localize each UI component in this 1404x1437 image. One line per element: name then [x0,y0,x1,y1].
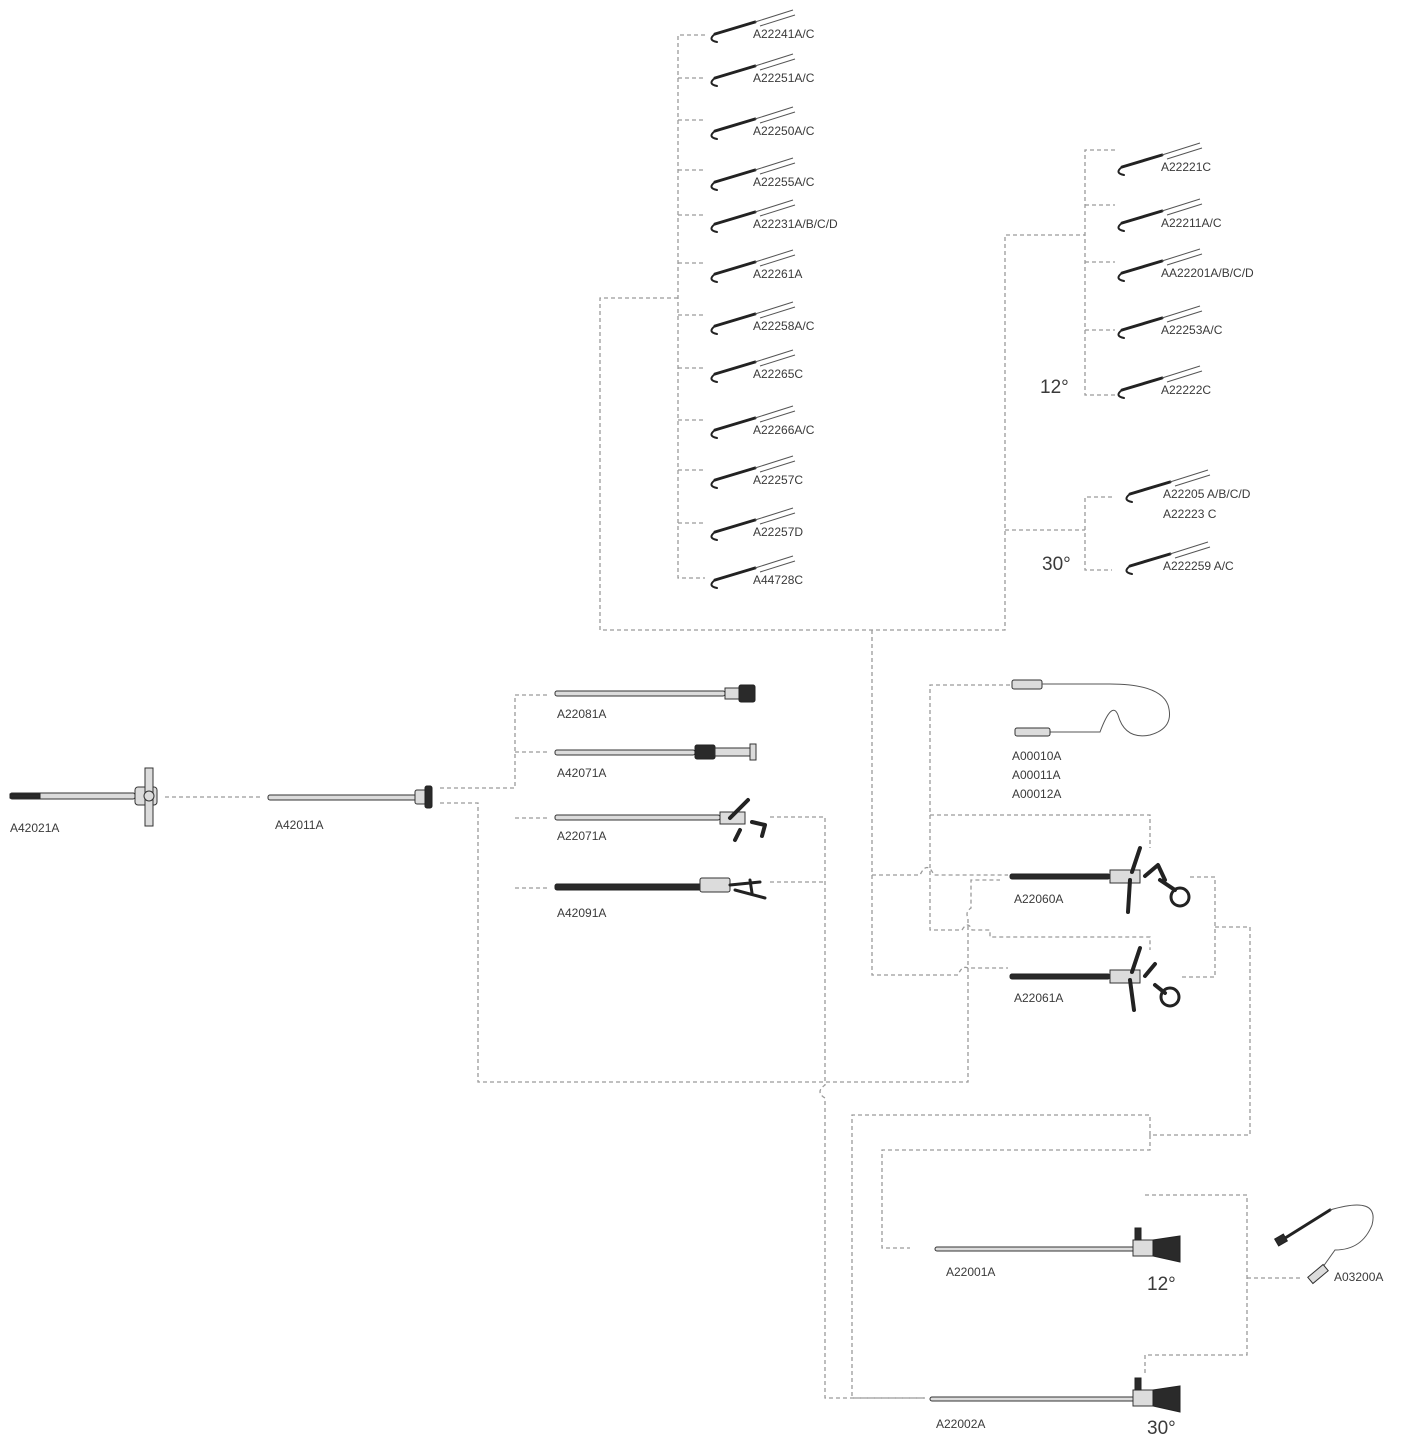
electrode-code-label: A22221C [1161,160,1211,174]
sheath-option-1 [555,685,755,702]
outer-sheath-instrument [10,768,157,826]
electrode-code-label: A22255A/C [753,175,815,189]
code-label-sheath-4: A42091A [557,906,606,920]
electrode-code-label: A22258A/C [753,319,815,333]
electrode-code-label: A22205 A/B/C/D [1163,487,1251,501]
code-label-light-cable: A03200A [1334,1270,1383,1284]
electrode-code-label: A22241A/C [753,27,815,41]
sheath-option-2 [555,744,756,760]
sheath-option-4 [555,878,765,898]
electrode-code-label: A22253A/C [1161,323,1223,337]
electrode-group-12-deg: A22221C A22211A/C AA22201A/B/C/D A22253A/C A… [1118,143,1254,398]
code-label-cable-3: A00012A [1012,787,1061,801]
code-label-outer-sheath: A42021A [10,821,59,835]
telescope-12-deg [935,1228,1180,1262]
electrode-code-label: A22251A/C [753,71,815,85]
code-label-cable-1: A00010A [1012,749,1061,763]
angle-label-telescope-30: 30° [1147,1418,1176,1437]
code-label-working-element-2: A22061A [1014,991,1063,1005]
angle-label-30-deg: 30° [1042,554,1071,575]
code-label-sheath-1: A22081A [557,707,606,721]
electrode-group-30-deg: A22205 A/B/C/D A22223 C A222259 A/C [1126,470,1250,574]
electrode-code-label: AA22201A/B/C/D [1161,266,1254,280]
electrode-code-label: A22266A/C [753,423,815,437]
electrode-code-label: A222259 A/C [1163,559,1234,573]
code-label-telescope-12: A22001A [946,1265,995,1279]
electrode-code-label: A22222C [1161,383,1211,397]
code-label-telescope-30: A22002A [936,1417,985,1431]
electrode-code-label: A22265C [753,367,803,381]
telescope-30-deg [930,1378,1180,1412]
electrode-code-label: A22250A/C [753,124,815,138]
electrode-code-label: A22211A/C [1161,216,1222,230]
electrode-code-label: A22257C [753,473,803,487]
code-label-sheath-3: A22071A [557,829,606,843]
electrode-code-label: A22261A [753,267,802,281]
electrode-column-main: A22241A/C A22251A/C A22250A/C A22255A/C A222… [711,10,838,588]
electrode-code-label: A44728C [753,573,803,587]
code-label-working-element-1: A22060A [1014,892,1063,906]
code-label-inner-sheath: A42011A [275,818,324,832]
inner-sheath-instrument [268,786,432,808]
hf-cable-icon [1012,680,1170,736]
code-label-sheath-2: A42071A [557,766,606,780]
connector-lines [165,35,1300,1398]
code-label-cable-2: A00011A [1012,768,1061,782]
electrode-code-label: A22231A/B/C/D [753,217,838,231]
electrode-code-label: A22223 C [1163,507,1217,521]
electrode-code-label: A22257D [753,525,803,539]
angle-label-12-deg: 12° [1040,377,1069,398]
angle-label-telescope-12: 12° [1147,1274,1176,1295]
